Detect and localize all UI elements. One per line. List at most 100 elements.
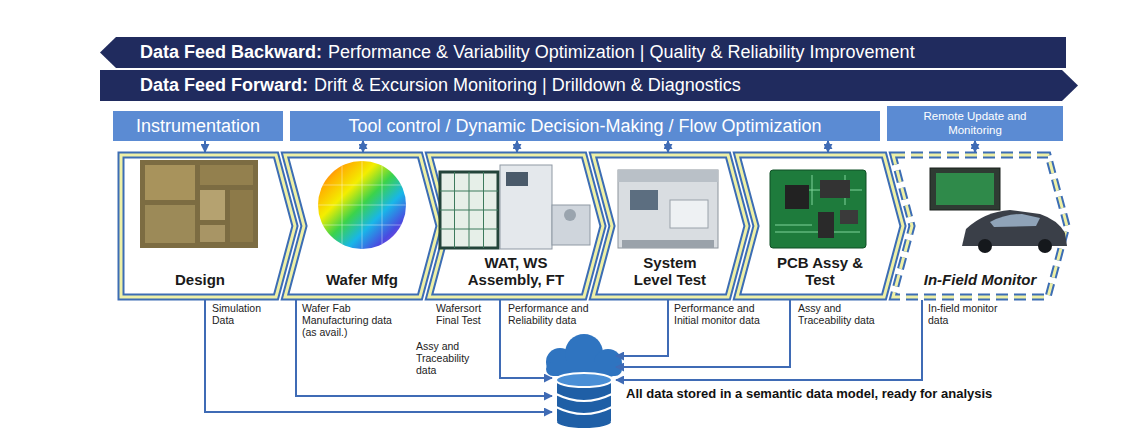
- die-block: [230, 190, 253, 242]
- pcb-chip: [818, 212, 834, 238]
- pcb-chip: [840, 210, 858, 224]
- feedforward-banner-arrow: Data Feed Forward: Drift & Excursion Moni…: [100, 70, 1078, 101]
- data-flow-arrow: [296, 300, 552, 396]
- pcb-traces: [775, 175, 862, 232]
- data-source-label: Wafersort Final Test: [436, 302, 494, 326]
- control-box: Tool control / Dynamic Decision-Making /…: [290, 111, 880, 141]
- chevron-outline: [429, 155, 603, 297]
- database-top: [556, 373, 612, 387]
- chevron-outline: [593, 155, 747, 297]
- probe-card-panel: [440, 172, 498, 248]
- process-stage-chevron: Wafer Mfg: [282, 152, 442, 300]
- car-wheel: [978, 239, 992, 253]
- pcb-image: [770, 170, 866, 248]
- data-source-label: Assy and Traceability data: [416, 340, 481, 376]
- process-stage-chevron: Design: [118, 152, 298, 300]
- pcb-chip: [820, 180, 850, 198]
- banner-text: Drift & Excursion Monitoring | Drilldown…: [314, 75, 741, 96]
- wafer-grid: [318, 161, 406, 249]
- test-slot: [670, 200, 708, 228]
- car-window: [990, 214, 1040, 227]
- data-flow-arrow: [516, 141, 518, 152]
- data-flow-arrow: [974, 141, 976, 152]
- chevron-band: [593, 155, 747, 297]
- chevron-band: [121, 155, 295, 297]
- pcb-board: [770, 170, 866, 248]
- test-equipment-image: [440, 165, 590, 249]
- chevron-outline: [737, 155, 903, 297]
- die-body: [140, 160, 258, 248]
- tester-cabinet: [618, 170, 718, 248]
- data-flow-arrow: [616, 300, 790, 367]
- chip-die-image: [140, 160, 258, 248]
- panel-grid: [440, 172, 498, 248]
- ecu-board: [936, 173, 994, 205]
- die-block: [200, 225, 225, 242]
- data-source-label: In-field monitor data: [928, 302, 998, 326]
- feedback-banner-arrow: Data Feed Backward: Performance & Variabi…: [100, 37, 1066, 68]
- process-stage-chevron: System Level Test: [590, 152, 750, 300]
- data-source-label: Assy and Traceability data: [798, 302, 893, 326]
- ecu-box: [930, 168, 1000, 210]
- handler-unit: [552, 205, 590, 245]
- tester-screen: [506, 172, 528, 186]
- database-bands: [556, 394, 612, 414]
- chevron-band: [285, 155, 439, 297]
- die-block: [145, 165, 195, 200]
- control-box: Instrumentation: [113, 111, 283, 141]
- wafer-image: [318, 161, 406, 249]
- control-box: Remote Update and Monitoring: [887, 106, 1063, 141]
- banner-text: Performance & Variability Optimization |…: [328, 42, 915, 63]
- handler-knob: [564, 209, 576, 221]
- stage-title: PCB Assy & Test: [770, 254, 870, 288]
- car-body: [962, 210, 1067, 246]
- chevron-band: [893, 155, 1067, 297]
- chevron-outline: [285, 155, 439, 297]
- data-flow-arrow: [616, 300, 922, 380]
- process-stage-chevron: PCB Assy & Test: [734, 152, 906, 300]
- process-stage-chevron: WAT, WS Assembly, FT: [426, 152, 606, 300]
- die-block: [145, 205, 195, 243]
- stage-title: WAT, WS Assembly, FT: [461, 254, 571, 288]
- process-stage-chevron: In-Field Monitor: [890, 152, 1070, 300]
- storage-caption: All data stored in a semantic data model…: [626, 386, 992, 401]
- data-flow-arrow: [667, 141, 669, 152]
- box-text: Instrumentation: [136, 116, 260, 136]
- banner-arrow-fill: [100, 37, 1066, 68]
- car-wheel: [1038, 239, 1052, 253]
- tester-screen: [630, 190, 658, 210]
- data-flow-arrow: [616, 300, 668, 356]
- tester-body: [500, 165, 552, 249]
- cloud-database: All data stored in a semantic data model…: [552, 336, 616, 430]
- die-block: [200, 190, 225, 220]
- system-tester-image: [618, 170, 718, 248]
- data-flow-arrow: [500, 300, 552, 378]
- data-source-label: Wafer Fab Manufacturing data (as avail.): [302, 302, 392, 338]
- stage-title: Design: [175, 271, 225, 288]
- cabinet-base: [622, 240, 714, 248]
- chevron-band: [737, 155, 903, 297]
- data-flow-arrow: [205, 300, 552, 412]
- box-text: Tool control / Dynamic Decision-Making /…: [348, 116, 821, 136]
- wafer-disc: [318, 161, 406, 249]
- cloud-database-icon: [552, 336, 616, 430]
- stage-title: System Level Test: [628, 254, 713, 288]
- data-flow-arrow: [362, 141, 364, 152]
- chevron-band: [429, 155, 603, 297]
- banner-text: Data Feed Forward:: [140, 75, 308, 96]
- box-text: Remote Update and Monitoring: [900, 110, 1050, 137]
- data-flow-arrow: [827, 141, 829, 152]
- banner-text: Data Feed Backward:: [140, 42, 322, 63]
- data-source-label: Performance and Initial monitor data: [674, 302, 774, 326]
- car-ecu-image: [930, 168, 1067, 253]
- die-block: [200, 165, 253, 185]
- chevron-outline: [893, 155, 1067, 297]
- data-flow-arrow: [204, 141, 206, 152]
- data-source-label: Simulation Data: [212, 302, 272, 326]
- chevron-outline: [121, 155, 295, 297]
- data-source-label: Performance and Reliability data: [508, 302, 603, 326]
- cabinet-top: [618, 170, 718, 182]
- stage-title: Wafer Mfg: [326, 271, 398, 288]
- pcb-chip: [785, 185, 809, 209]
- stage-title: In-Field Monitor: [924, 271, 1036, 288]
